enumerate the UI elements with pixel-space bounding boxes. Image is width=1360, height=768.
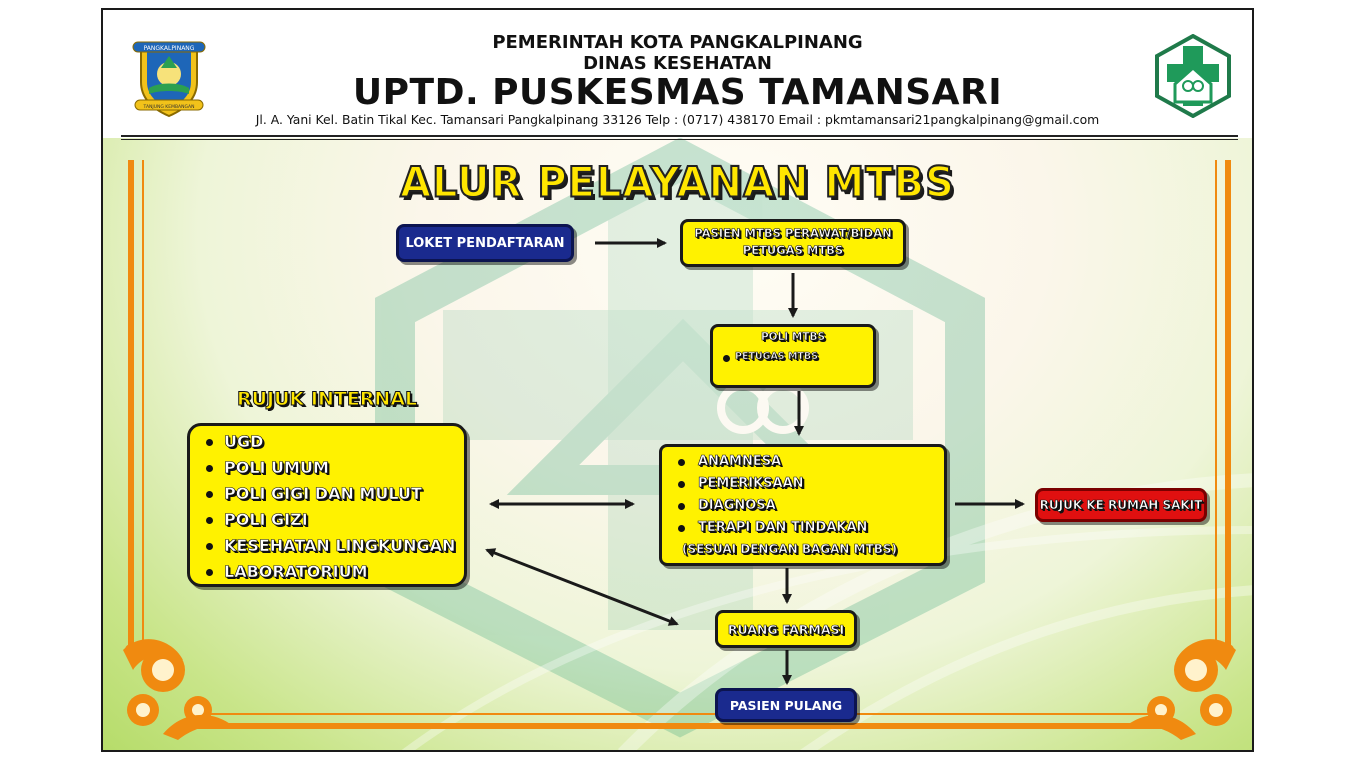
letterhead: PANGKALPINANG TANJUNG KEMBANGAN PEMERINT…	[103, 10, 1252, 140]
rujuk-internal-item: LABORATORIUM	[204, 561, 464, 587]
rujuk-internal-box: UGD POLI UMUM POLI GIGI DAN MULUT POLI G…	[187, 423, 467, 587]
loket-label: LOKET PENDAFTARAN	[405, 236, 565, 251]
header-divider-thin	[121, 139, 1238, 140]
government-name: PEMERINTAH KOTA PANGKALPINANG	[492, 32, 863, 53]
department-name: DINAS KESEHATAN	[583, 53, 772, 74]
pasien-pulang-box: PASIEN PULANG	[715, 688, 857, 722]
poster: PANGKALPINANG TANJUNG KEMBANGAN PEMERINT…	[101, 8, 1254, 752]
diagram-title: ALUR PELAYANAN MTBS	[399, 158, 955, 208]
pasien-label-line2: PETUGAS MTBS	[742, 243, 844, 258]
rujuk-rs-label: RUJUK KE RUMAH SAKIT	[1039, 498, 1203, 513]
rujuk-rs-box: RUJUK KE RUMAH SAKIT	[1035, 488, 1207, 522]
anamnesa-box: ANAMNESA PEMERIKSAAN DIAGNOSA TERAPI DAN…	[659, 444, 947, 566]
svg-text:TANJUNG KEMBANGAN: TANJUNG KEMBANGAN	[143, 104, 195, 110]
pangkalpinang-emblem-icon: PANGKALPINANG TANJUNG KEMBANGAN	[132, 41, 206, 118]
rujuk-internal-item: UGD	[204, 431, 464, 457]
anamnesa-item: DIAGNOSA	[676, 497, 944, 519]
pasien-label-line1: PASIEN MTBS PERAWAT/BIDAN	[694, 226, 892, 241]
puskesmas-logo-icon	[1155, 34, 1231, 118]
corner-ornament-right-icon	[1126, 639, 1236, 740]
rujuk-internal-list: UGD POLI UMUM POLI GIGI DAN MULUT POLI G…	[204, 431, 464, 587]
corner-ornament-left-icon	[123, 639, 233, 740]
bullet-icon	[723, 355, 730, 362]
orange-frame	[128, 160, 1231, 729]
rujuk-internal-item: KESEHATAN LINGKUNGAN	[204, 535, 464, 561]
poli-mtbs-box: POLI MTBS PETUGAS MTBS	[710, 324, 876, 388]
pulang-label: PASIEN PULANG	[729, 698, 843, 713]
rujuk-internal-item: POLI GIZI	[204, 509, 464, 535]
anamnesa-item: PEMERIKSAAN	[676, 475, 944, 497]
rujuk-internal-item: POLI GIGI DAN MULUT	[204, 483, 464, 509]
farmasi-label: RUANG FARMASI	[727, 622, 845, 638]
address-line: Jl. A. Yani Kel. Batin Tikal Kec. Tamans…	[255, 112, 1100, 127]
rujuk-internal-title: RUJUK INTERNAL	[236, 388, 418, 411]
ruang-farmasi-box: RUANG FARMASI	[715, 610, 857, 648]
svg-text:PANGKALPINANG: PANGKALPINANG	[144, 45, 195, 52]
pasien-mtbs-box: PASIEN MTBS PERAWAT/BIDAN PETUGAS MTBS	[680, 219, 906, 267]
institution-title: UPTD. PUSKESMAS TAMANSARI	[352, 72, 1003, 113]
poli-title: POLI MTBS	[760, 331, 826, 344]
anamnesa-item: ANAMNESA	[676, 453, 944, 475]
poli-item: PETUGAS MTBS	[723, 351, 873, 362]
poli-list: PETUGAS MTBS	[723, 351, 873, 362]
anamnesa-item: TERAPI DAN TINDAKAN	[676, 519, 944, 541]
rujuk-internal-item: POLI UMUM	[204, 457, 464, 483]
loket-pendaftaran-box: LOKET PENDAFTARAN	[396, 224, 574, 262]
anamnesa-note: (SESUAI DENGAN BAGAN MTBS)	[682, 542, 898, 557]
header-divider	[121, 135, 1238, 137]
anamnesa-list: ANAMNESA PEMERIKSAAN DIAGNOSA TERAPI DAN…	[676, 453, 944, 541]
